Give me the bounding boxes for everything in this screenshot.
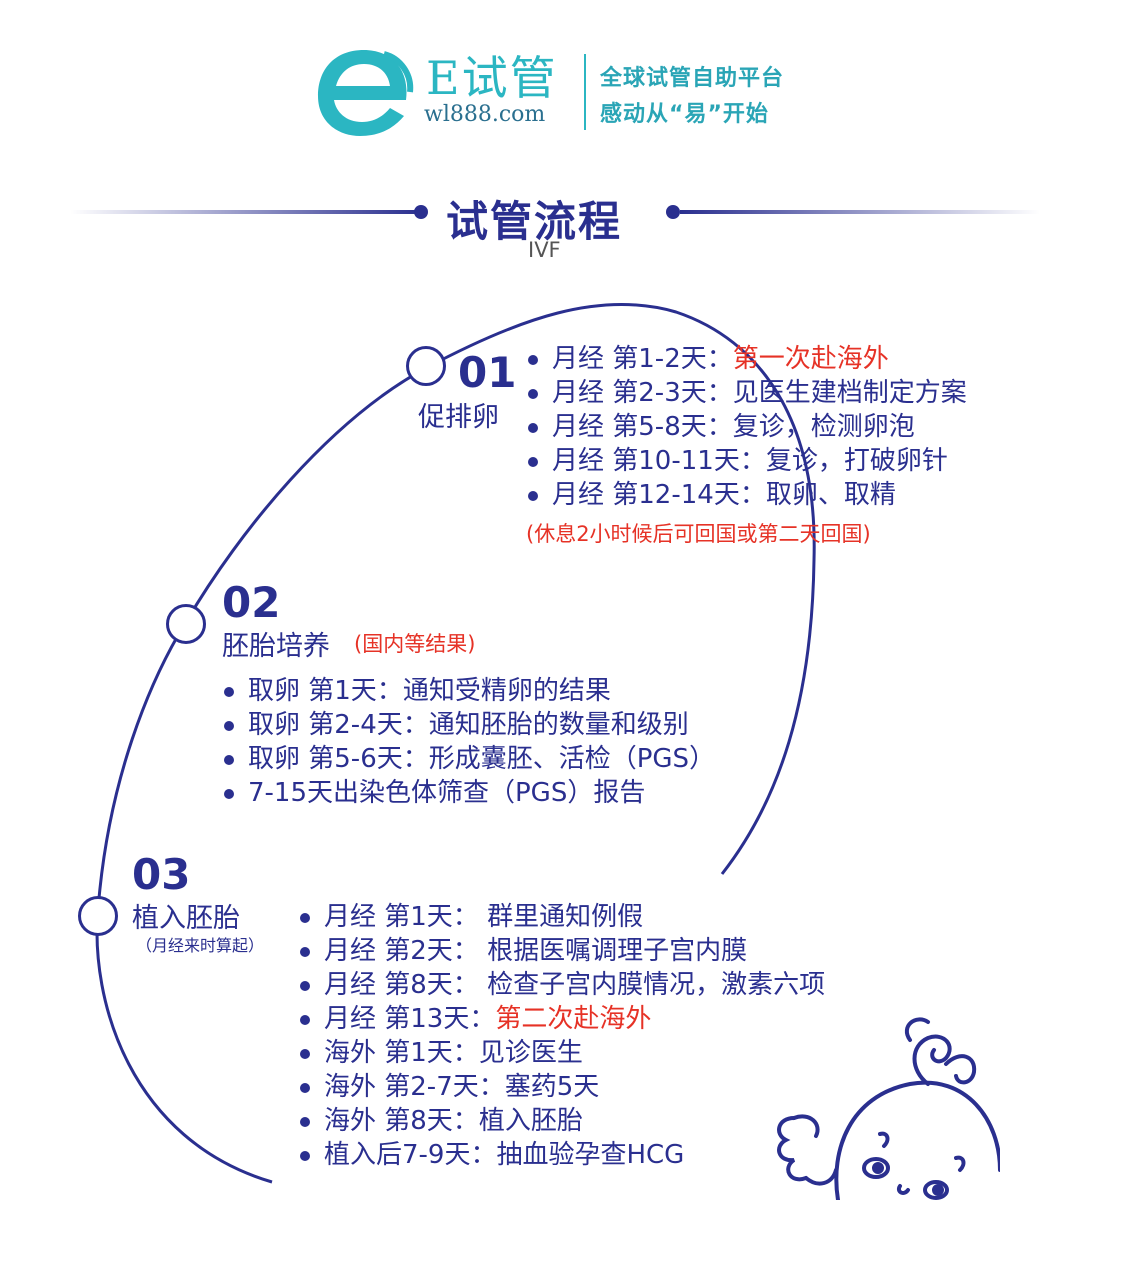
step-item: 海外 第8天：植入胚胎 <box>298 1104 825 1138</box>
baby-illustration-icon <box>777 1017 1000 1200</box>
step-item: 月经 第5-8天：复诊，检测卵泡 <box>526 410 967 444</box>
brand-divider <box>584 54 586 130</box>
step-item: 取卵 第5-6天：形成囊胚、活检（PGS） <box>222 742 715 776</box>
stage-subtitle-03: （月经来时算起） <box>136 936 265 955</box>
step-item: 月经 第13天：第二次赴海外 <box>298 1002 825 1036</box>
step-item: 月经 第2-3天：见医生建档制定方案 <box>526 376 967 410</box>
title-line-right <box>680 210 1040 214</box>
step-item: 月经 第10-11天：复诊，打破卵针 <box>526 444 967 478</box>
stage-name-02: 胚胎培养 <box>222 631 330 662</box>
e-logo-icon <box>318 50 414 136</box>
stage-number-01: 01 <box>458 348 517 397</box>
stage-name-03: 植入胚胎 <box>132 903 240 934</box>
stage-note-02: (国内等结果) <box>354 632 476 656</box>
step-item: 取卵 第1天：通知受精卵的结果 <box>222 674 715 708</box>
step-item: 月经 第12-14天：取卵、取精 <box>526 478 967 512</box>
step-item: 海外 第1天：见诊医生 <box>298 1036 825 1070</box>
step-item: 月经 第2天： 根据医嘱调理子宫内膜 <box>298 934 825 968</box>
stage-node-03 <box>78 896 118 936</box>
stage-steps-03: 月经 第1天： 群里通知例假 月经 第2天： 根据医嘱调理子宫内膜 月经 第8天… <box>298 900 825 1172</box>
step-item: 7-15天出染色体筛查（PGS）报告 <box>222 776 715 810</box>
stage-name-01: 促排卵 <box>418 402 499 433</box>
slogan-line-2: 感动从“易”开始 <box>600 102 769 127</box>
step-item: 月经 第1天： 群里通知例假 <box>298 900 825 934</box>
brand-domain: wl888.com <box>424 102 546 127</box>
stage-number-02: 02 <box>222 578 281 627</box>
slogan-line-1: 全球试管自助平台 <box>600 66 785 91</box>
step-item: 月经 第1-2天：第一次赴海外 <box>526 342 967 376</box>
step-item: 植入后7-9天：抽血验孕查HCG <box>298 1138 825 1172</box>
stage-number-03: 03 <box>132 850 191 899</box>
title-dot-right <box>666 205 680 219</box>
brand-name: E试管 <box>426 51 558 105</box>
step-item: 取卵 第2-4天：通知胚胎的数量和级别 <box>222 708 715 742</box>
stage-note-01: (休息2小时候后可回国或第二天回国) <box>526 522 871 546</box>
page-title: 试管流程 <box>446 197 623 246</box>
stage-node-01 <box>406 346 446 386</box>
step-item: 海外 第2-7天：塞药5天 <box>298 1070 825 1104</box>
step-item: 月经 第8天： 检查子宫内膜情况，激素六项 <box>298 968 825 1002</box>
page-subtitle: IVF <box>528 238 561 262</box>
title-dot-left <box>414 205 428 219</box>
stage-node-02 <box>166 604 206 644</box>
stage-steps-01: 月经 第1-2天：第一次赴海外 月经 第2-3天：见医生建档制定方案 月经 第5… <box>526 342 967 512</box>
title-line-left <box>70 210 420 214</box>
stage-steps-02: 取卵 第1天：通知受精卵的结果 取卵 第2-4天：通知胚胎的数量和级别 取卵 第… <box>222 674 715 810</box>
